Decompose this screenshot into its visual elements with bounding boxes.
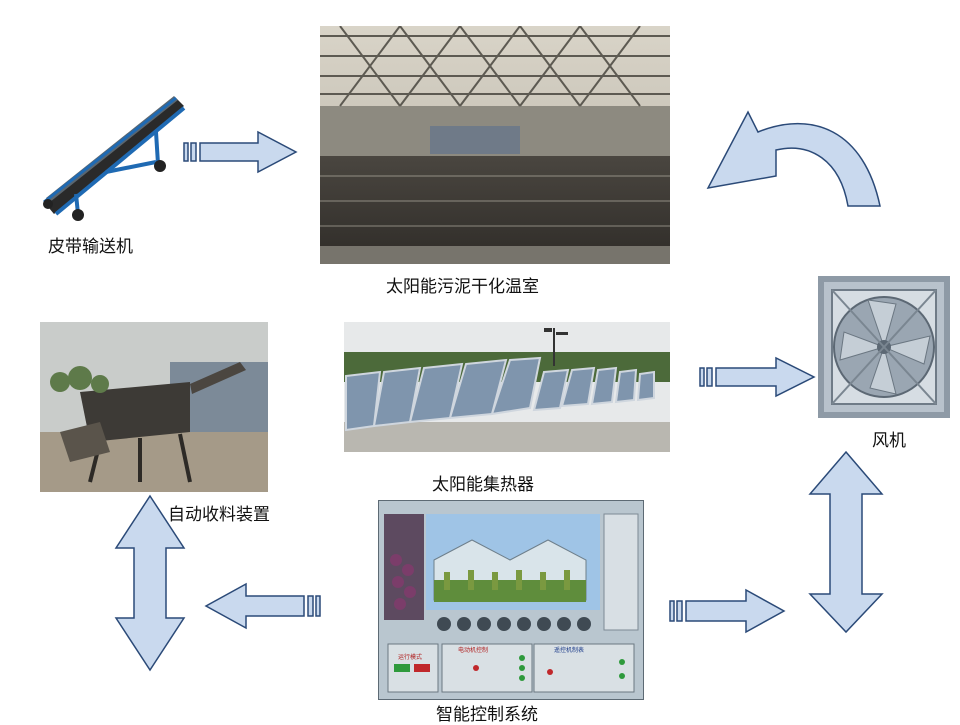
conveyor-node	[36, 92, 186, 222]
solar-collector-photo	[344, 322, 670, 452]
fan-label: 风机	[872, 431, 906, 451]
control-right-panel-title: 遥控机制表	[554, 647, 585, 654]
fan-icon	[818, 276, 950, 418]
collector-device-photo	[40, 322, 268, 492]
greenhouse-label: 太阳能污泥干化温室	[386, 277, 539, 297]
greenhouse-photo	[320, 26, 670, 264]
arrow-curved-return	[706, 110, 881, 207]
fan-node	[818, 276, 950, 418]
conveyor-label: 皮带输送机	[48, 237, 133, 257]
conveyor-icon	[43, 96, 186, 221]
greenhouse-icon	[320, 26, 670, 264]
arrow-conveyor-to-greenhouse	[183, 130, 298, 174]
control-system-panel: 电动机控制 运行模式 遥控机制表	[377, 499, 645, 701]
collector-device-label: 自动收料装置	[168, 505, 270, 525]
arrow-control-to-fan	[669, 588, 786, 634]
solar-panel-icon	[344, 322, 670, 452]
control-left-panel-title: 运行模式	[398, 654, 423, 661]
arrow-control-to-device	[204, 582, 321, 630]
control-panel-title: 电动机控制	[458, 647, 489, 654]
arrow-double-right	[808, 450, 884, 634]
arrow-double-left	[114, 494, 186, 672]
arrow-collector-to-fan	[699, 356, 816, 398]
solar-collector-label: 太阳能集热器	[432, 475, 534, 495]
